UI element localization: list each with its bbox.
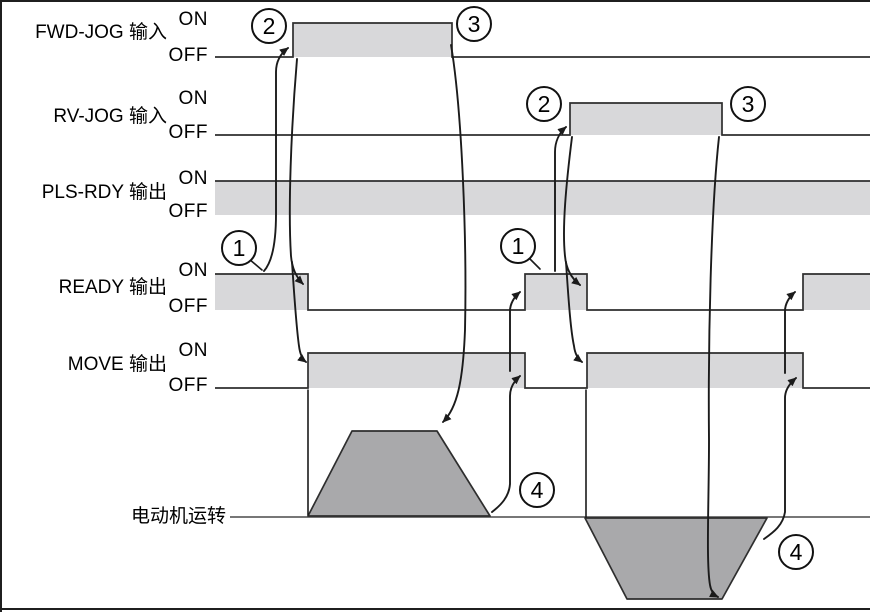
pls-rdy-on-label: ON bbox=[178, 168, 208, 189]
step-marker-4-fwd: 4 bbox=[519, 472, 555, 508]
arrow-ready-to-rvjog-rise bbox=[554, 126, 567, 272]
signal-label-pls-rdy: PLS-RDY 输出 bbox=[41, 182, 167, 203]
arrow-motorstop-to-ready-rise-2 bbox=[784, 291, 796, 374]
signal-fills bbox=[215, 23, 870, 388]
move-on-fill-2 bbox=[587, 353, 803, 388]
arrow-ready-to-fwdjog-rise bbox=[263, 47, 289, 272]
signal-label-rv-jog: RV-JOG 输入 bbox=[53, 106, 167, 127]
cause-effect-arrows bbox=[248, 44, 797, 598]
ready-off-label: OFF bbox=[168, 296, 208, 317]
arrow-fwdjog-fall-to-decel bbox=[442, 44, 467, 423]
fwd-jog-off-label: OFF bbox=[168, 45, 208, 66]
arrow-fwdjog-to-ready-fall bbox=[288, 58, 304, 285]
motor-reverse-trapezoid bbox=[584, 517, 768, 600]
step-marker-1-fwd: 1 bbox=[221, 230, 257, 266]
ready-on-label: ON bbox=[178, 260, 208, 281]
pls-rdy-off-label: OFF bbox=[168, 201, 208, 222]
move-trace bbox=[215, 352, 870, 389]
rv-jog-off-label: OFF bbox=[168, 122, 208, 143]
arrow-motorstop-to-move-fall-1 bbox=[491, 375, 521, 513]
ready-on-fill-3 bbox=[803, 274, 870, 310]
arrow-motorstop-to-move-fall-2 bbox=[763, 377, 797, 540]
rv-jog-on-label: ON bbox=[178, 88, 208, 109]
step-marker-1-rv: 1 bbox=[500, 228, 536, 264]
move-on-label: ON bbox=[178, 340, 208, 361]
rv-jog-trace bbox=[215, 102, 870, 136]
move-on-fill-1 bbox=[308, 353, 525, 388]
pls-rdy-on-fill bbox=[215, 181, 870, 215]
ready-on-fill-2 bbox=[525, 274, 587, 310]
arrow-rvjog-to-ready-fall bbox=[563, 136, 581, 286]
step-marker-2-fwd: 2 bbox=[251, 8, 287, 44]
arrow-motorstop-to-ready-rise-1 bbox=[509, 291, 521, 372]
signal-label-fwd-jog: FWD-JOG 输入 bbox=[35, 22, 167, 43]
rv-jog-pulse-fill bbox=[570, 103, 722, 135]
arrow-rvjog-to-move-rise bbox=[565, 261, 583, 363]
motor-profiles bbox=[307, 430, 768, 600]
move-off-label: OFF bbox=[168, 375, 208, 396]
step-marker-3-rv: 3 bbox=[730, 86, 766, 122]
fwd-jog-on-label: ON bbox=[178, 9, 208, 30]
signal-label-motor-run: 电动机运转 bbox=[130, 506, 226, 527]
signal-label-move: MOVE 输出 bbox=[67, 354, 167, 375]
step-marker-2-rv: 2 bbox=[526, 86, 562, 122]
step-marker-4-rv: 4 bbox=[778, 534, 814, 570]
fwd-jog-pulse-fill bbox=[293, 23, 452, 57]
arrow-rvjog-fall-to-decel bbox=[706, 136, 720, 598]
ready-trace bbox=[215, 273, 870, 311]
arrow-fwdjog-to-move-rise bbox=[291, 261, 307, 363]
motor-forward-trapezoid bbox=[307, 430, 491, 517]
step-marker-3-fwd: 3 bbox=[456, 6, 492, 42]
signal-label-ready: READY 输出 bbox=[58, 277, 167, 298]
